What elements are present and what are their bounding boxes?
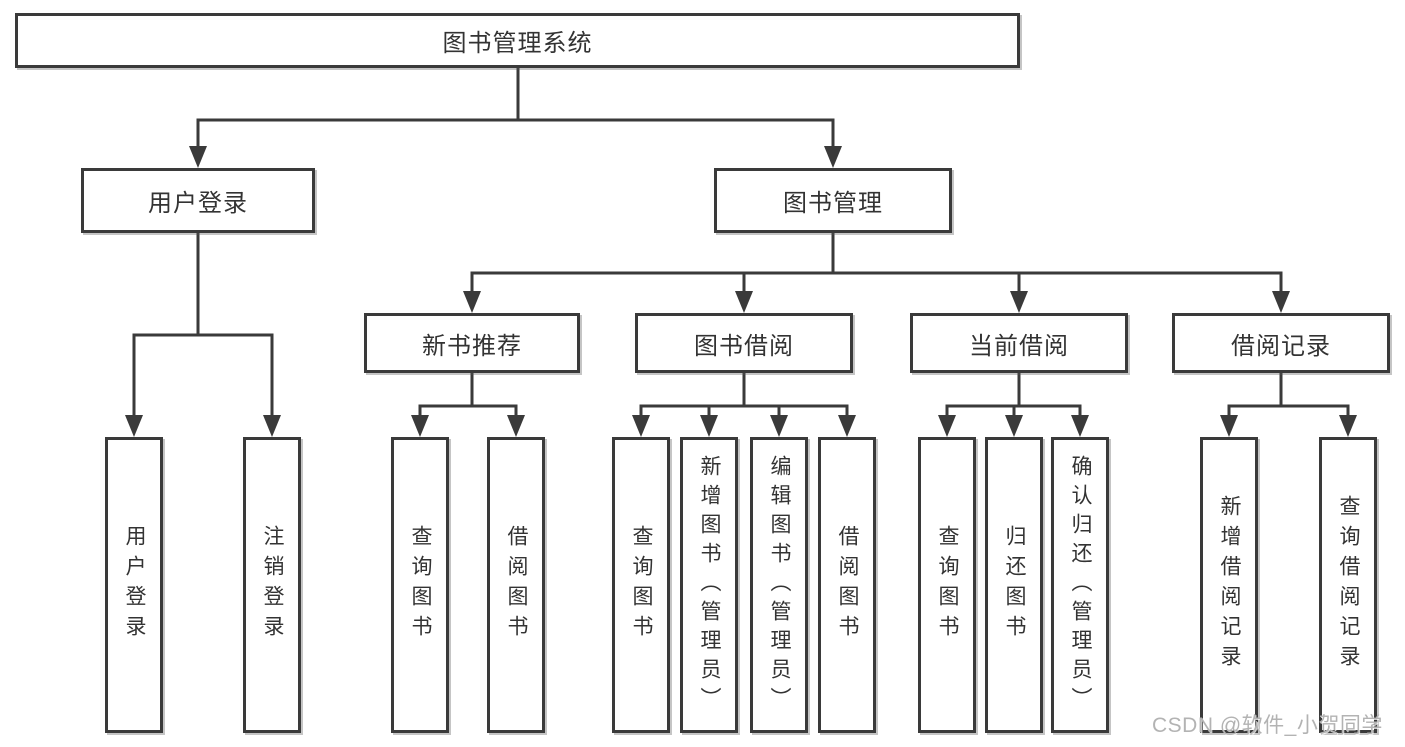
edge-root-to-level2	[189, 68, 842, 168]
node-leaf-br-add-record: 新增借阅记录	[1200, 437, 1258, 733]
node-leaf-bb-edit-books-admin: 编辑图书（管理员）	[750, 437, 808, 733]
node-leaf-br-query-record: 查询借阅记录	[1319, 437, 1377, 733]
node-leaf-user-login: 用户登录	[105, 437, 163, 733]
edge-book-mgmt-to-level3	[463, 233, 1290, 313]
node-leaf-bb-add-books-admin: 新增图书（管理员）	[680, 437, 738, 733]
node-leaf-cb-query-books: 查询图书	[918, 437, 976, 733]
node-library-management-system: 图书管理系统	[15, 13, 1020, 68]
node-book-management: 图书管理	[714, 168, 952, 233]
node-new-book-recommend: 新书推荐	[364, 313, 580, 373]
edge-user-login-to-children	[125, 233, 281, 437]
node-book-borrowing: 图书借阅	[635, 313, 853, 373]
node-borrowing-records: 借阅记录	[1172, 313, 1390, 373]
watermark: CSDN @软件_小贺同学	[1152, 714, 1383, 737]
edge-book-borrow-to-children	[632, 373, 856, 437]
node-user-login: 用户登录	[81, 168, 315, 233]
node-leaf-bb-query-books: 查询图书	[612, 437, 670, 733]
node-leaf-nbr-query-books: 查询图书	[391, 437, 449, 733]
edge-new-book-rec-to-children	[411, 373, 525, 437]
node-leaf-cb-confirm-return-admin: 确认归还（管理员）	[1051, 437, 1109, 733]
node-current-borrowing: 当前借阅	[910, 313, 1128, 373]
node-leaf-cb-return-books: 归还图书	[985, 437, 1043, 733]
node-leaf-logout: 注销登录	[243, 437, 301, 733]
node-leaf-bb-borrow-books: 借阅图书	[818, 437, 876, 733]
edge-current-borrow-to-children	[938, 373, 1089, 437]
edge-borrow-records-to-children	[1220, 373, 1357, 437]
node-leaf-nbr-borrow-books: 借阅图书	[487, 437, 545, 733]
